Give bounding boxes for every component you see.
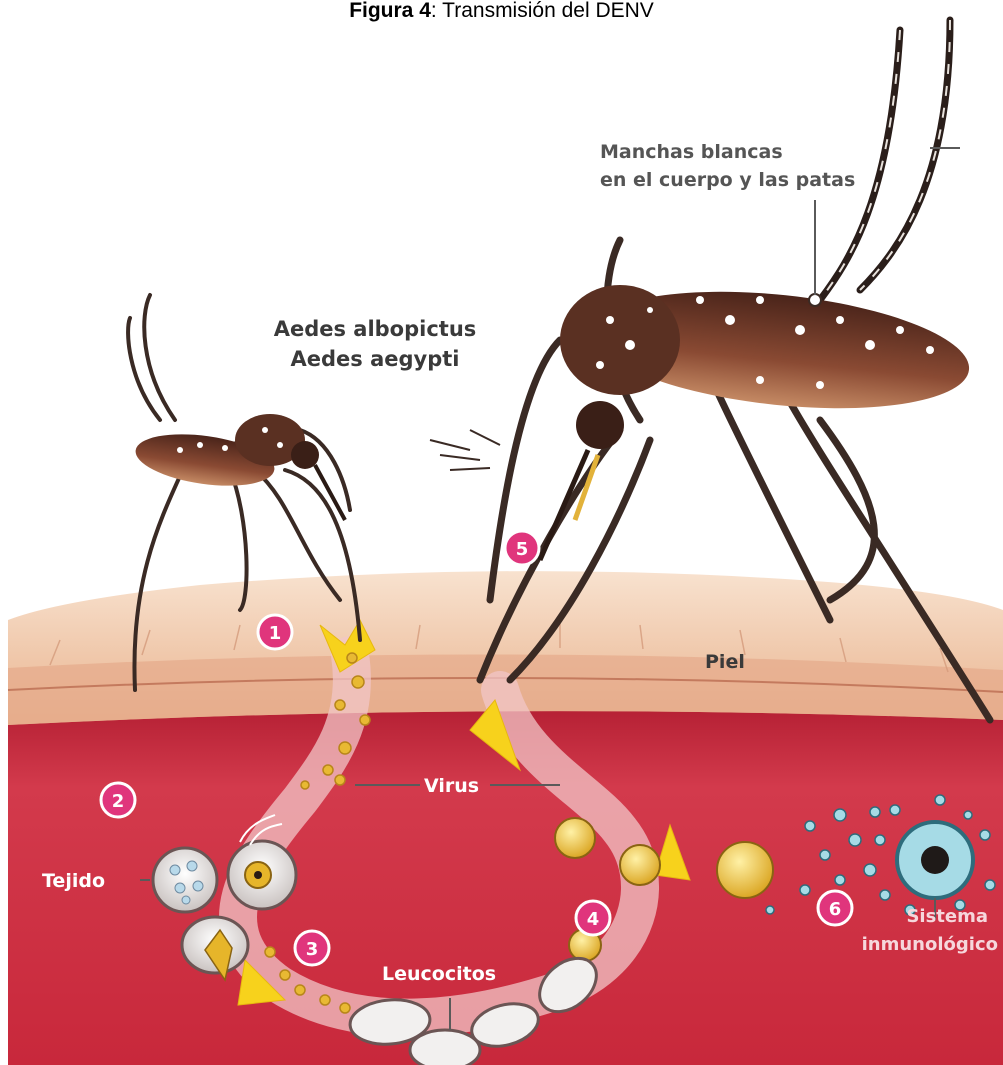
label-skin: Piel [705, 651, 745, 673]
step-badge-5: 5 [505, 531, 539, 565]
label-spots-2: en el cuerpo y las patas [600, 169, 855, 191]
label-virus: Virus [424, 775, 479, 797]
svg-text:4: 4 [587, 909, 600, 930]
svg-text:5: 5 [516, 539, 529, 560]
step-badge-2: 2 [101, 783, 135, 817]
label-spots-1: Manchas blancas [600, 141, 783, 163]
label-species-1: Aedes albopictus [274, 317, 477, 341]
label-immune-2: inmunológico [862, 934, 998, 955]
svg-text:3: 3 [306, 939, 319, 960]
svg-text:6: 6 [829, 899, 842, 920]
step-badge-3: 3 [295, 931, 329, 965]
label-tissue: Tejido [42, 870, 105, 892]
label-immune-1: Sistema [906, 906, 988, 927]
step-badge-6: 6 [818, 891, 852, 925]
label-leukocytes: Leucocitos [382, 963, 496, 985]
step-badge-4: 4 [576, 901, 610, 935]
svg-text:1: 1 [269, 623, 282, 644]
svg-text:2: 2 [112, 791, 125, 812]
label-species-2: Aedes aegypti [291, 347, 460, 371]
step-badge-1: 1 [258, 615, 292, 649]
